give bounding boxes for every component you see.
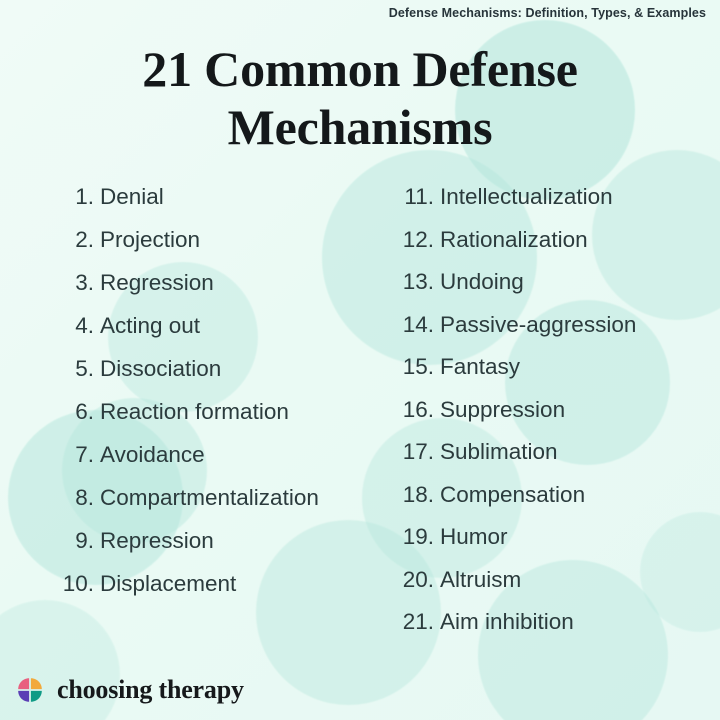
choosing-therapy-logo-icon [14, 674, 46, 706]
list-item-label: Intellectualization [440, 184, 613, 209]
brand-wordmark: choosing therapy [57, 675, 244, 704]
list-item: 20.Altruism [398, 566, 720, 592]
list-item-number: 20. [402, 566, 434, 592]
list-item: 17.Sublimation [398, 439, 720, 464]
list-item-label: Sublimation [440, 439, 558, 464]
list-item-number: 12. [402, 226, 434, 252]
list-item-label: Avoidance [100, 442, 205, 467]
list-item-label: Rationalization [440, 226, 588, 252]
header-caption: Defense Mechanisms: Definition, Types, &… [388, 6, 706, 20]
list-item: 18.Compensation [398, 481, 720, 507]
list-item-number: 5. [75, 356, 94, 381]
list-item: 8.Compartmentalization [58, 485, 360, 510]
page-title-line-1: 21 Common Defense [142, 41, 578, 97]
list-item: 10.Displacement [58, 571, 360, 596]
list-item-number: 21. [402, 609, 434, 634]
list-item: 6.Reaction formation [58, 399, 360, 424]
list-item: 3.Regression [58, 270, 360, 295]
list-item-number: 2. [75, 227, 94, 252]
list-item-label: Denial [100, 184, 164, 209]
list-item-label: Projection [100, 227, 201, 252]
header-bar: Defense Mechanisms: Definition, Types, &… [0, 0, 720, 26]
list-item-number: 14. [402, 311, 434, 337]
list-item-number: 1. [75, 184, 94, 209]
list-item-label: Fantasy [440, 354, 521, 379]
list-item-number: 8. [75, 485, 94, 510]
list-item-label: Passive-aggression [440, 311, 637, 337]
list-item: 9.Repression [58, 528, 360, 553]
list-item: 12.Rationalization [398, 226, 720, 252]
list-item: 1.Denial [58, 184, 360, 209]
list-item-label: Compensation [440, 481, 586, 507]
page-title-line-2: Mechanisms [227, 99, 493, 155]
list-item-label: Regression [100, 270, 214, 295]
list-item-number: 3. [75, 270, 94, 295]
list-item: 19.Humor [398, 524, 720, 549]
list-item: 7.Avoidance [58, 442, 360, 467]
list-item: 15.Fantasy [398, 354, 720, 379]
list-item: 2.Projection [58, 227, 360, 252]
list-item-number: 7. [75, 442, 94, 467]
list-item: 13.Undoing [398, 269, 720, 294]
list-item-number: 13. [402, 269, 434, 294]
list-item: 5.Dissociation [58, 356, 360, 381]
list-item-number: 6. [75, 399, 94, 424]
page-title: 21 Common Defense Mechanisms [0, 40, 720, 156]
list-item-label: Aim inhibition [440, 609, 574, 634]
brand-logo[interactable]: choosing therapy [14, 674, 244, 706]
list-item-label: Acting out [100, 313, 201, 338]
list-item-label: Suppression [440, 396, 566, 422]
list-item: 14.Passive-aggression [398, 311, 720, 337]
list-item: 16.Suppression [398, 396, 720, 422]
list-item-number: 15. [402, 354, 434, 379]
list-item-number: 9. [75, 528, 94, 553]
list-item: 11.Intellectualization [398, 184, 720, 209]
list-item-label: Humor [440, 524, 508, 549]
list-item-label: Undoing [440, 269, 524, 294]
list-item-label: Repression [100, 528, 214, 553]
list-item-label: Displacement [100, 571, 237, 596]
list-item-number: 16. [402, 396, 434, 422]
list-item: 21.Aim inhibition [398, 609, 720, 634]
list-item-number: 19. [402, 524, 434, 549]
list-item-label: Compartmentalization [100, 485, 319, 510]
list-item-number: 17. [402, 439, 434, 464]
list-item-number: 4. [75, 313, 94, 338]
list-item-number: 18. [402, 481, 434, 507]
list-item-label: Reaction formation [100, 399, 289, 424]
list-item-label: Altruism [440, 566, 522, 592]
list-item-number: 11. [404, 184, 434, 209]
list-item-number: 10. [62, 571, 94, 596]
list-item: 4.Acting out [58, 313, 360, 338]
list-item-label: Dissociation [100, 356, 222, 381]
